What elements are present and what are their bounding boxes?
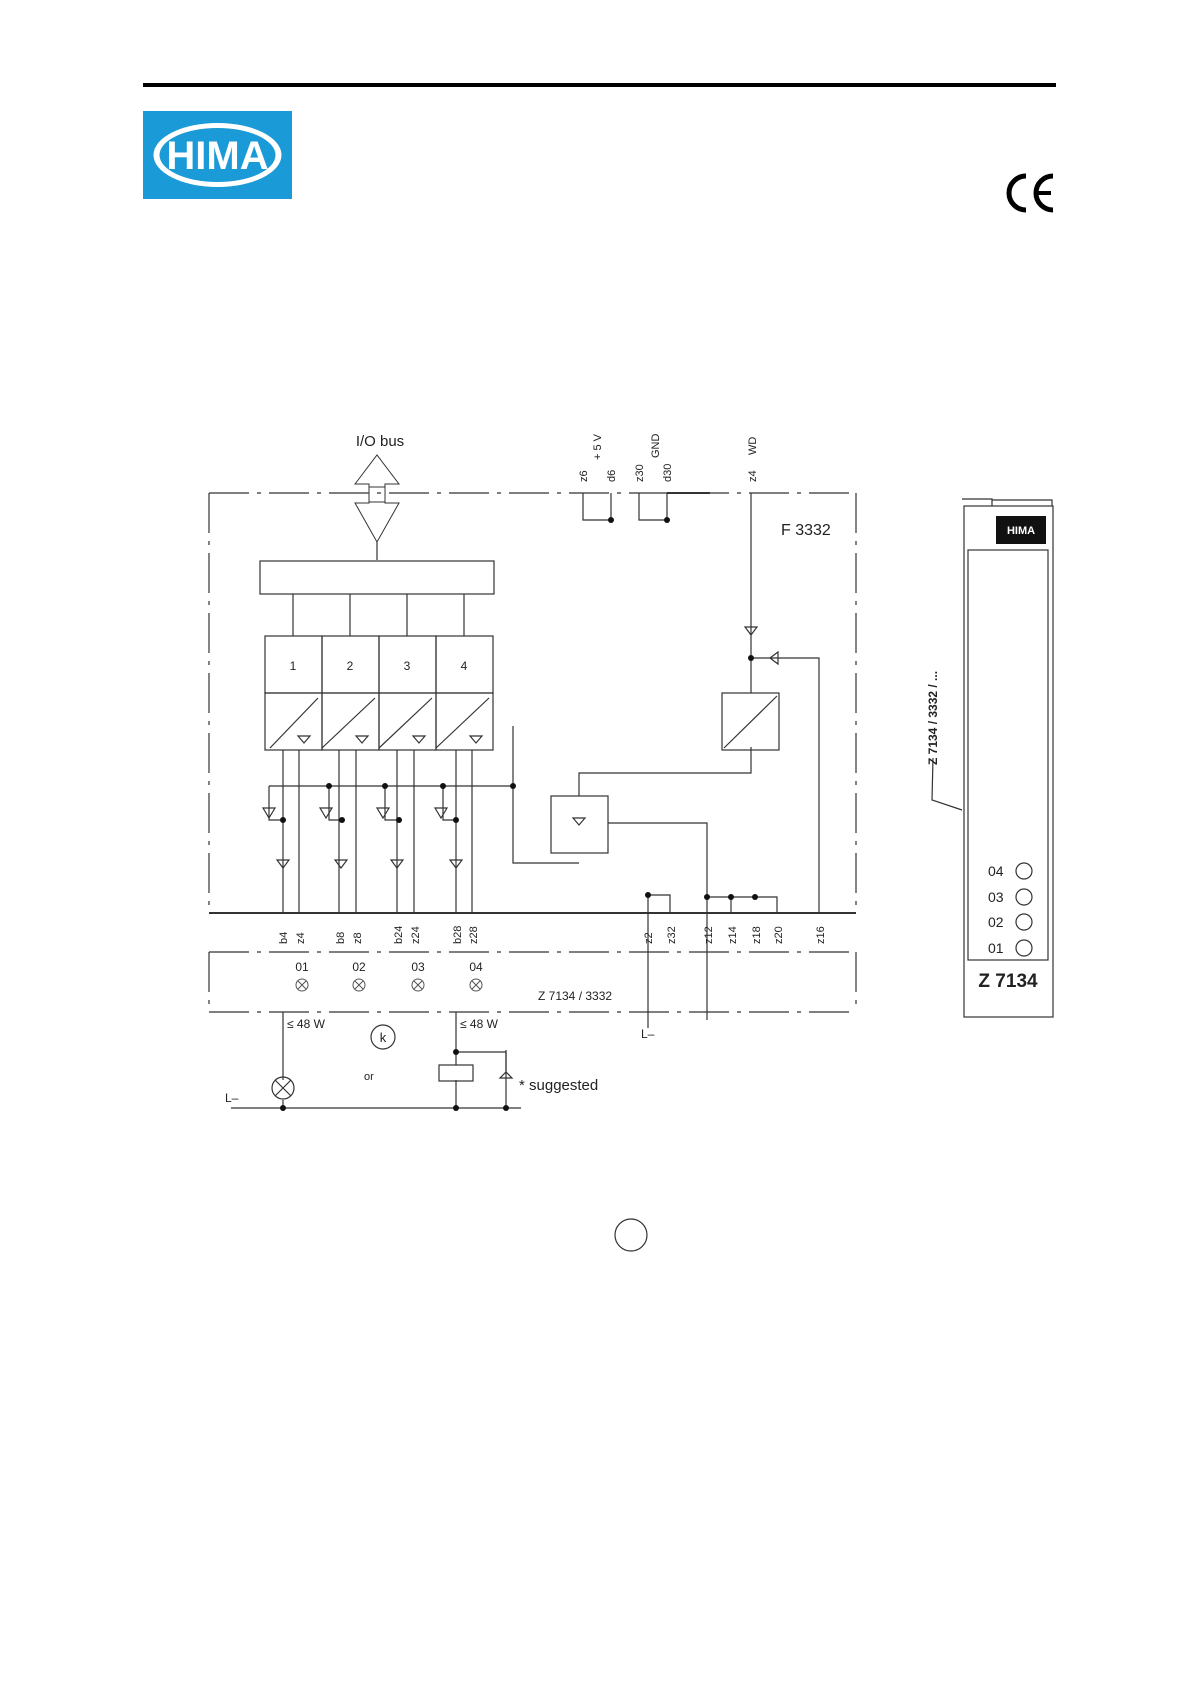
pin-label: z2 — [643, 932, 655, 944]
channel-label: 3 — [404, 659, 411, 673]
channel-label: 1 — [290, 659, 297, 673]
io-bus-label: I/O bus — [356, 433, 404, 450]
or-label: or — [364, 1071, 374, 1083]
side-logo-text: HIMA — [1007, 525, 1035, 537]
pin-label: d6 — [606, 470, 618, 482]
gnd-label: GND — [650, 434, 662, 459]
pin-label: z14 — [727, 926, 739, 944]
pin-label: z4 — [295, 932, 307, 944]
pin-label: z18 — [751, 926, 763, 944]
pin-label: z4 — [747, 470, 759, 482]
pin-label: d30 — [662, 464, 674, 482]
l-minus-label: L– — [225, 1091, 239, 1105]
pin-label: z20 — [773, 926, 785, 944]
side-led-label: 01 — [988, 940, 1004, 956]
wd-label: WD — [747, 437, 759, 455]
side-led-label: 02 — [988, 914, 1004, 930]
load-limit-label: ≤ 48 W — [460, 1017, 499, 1031]
led-label: 01 — [295, 960, 309, 974]
pin-label: b24 — [393, 926, 405, 944]
pin-label: b8 — [335, 932, 347, 944]
pin-label: z32 — [666, 926, 678, 944]
channel-label: 4 — [461, 659, 468, 673]
led-label: 03 — [411, 960, 425, 974]
side-led-label: 03 — [988, 889, 1004, 905]
channel-label: 2 — [347, 659, 354, 673]
pin-label: z24 — [410, 926, 422, 944]
module-label: F 3332 — [781, 522, 831, 539]
pin-label: z28 — [468, 926, 480, 944]
led-label: 02 — [352, 960, 366, 974]
pin-label: z12 — [703, 926, 715, 944]
plus5v-label: + 5 V — [592, 433, 604, 460]
pin-label: z16 — [815, 926, 827, 944]
cable-label: Z 7134 / 3332 — [538, 989, 612, 1003]
side-module-name: Z 7134 — [978, 971, 1038, 992]
pin-label: b4 — [278, 932, 290, 944]
pin-label: z8 — [352, 932, 364, 944]
side-vertical-label: Z 7134 / 3332 / ... — [926, 671, 940, 765]
k-label: k — [380, 1030, 387, 1045]
side-led-label: 04 — [988, 863, 1004, 879]
led-label: 04 — [469, 960, 483, 974]
pin-label: z30 — [634, 464, 646, 482]
pin-label: b28 — [452, 926, 464, 944]
pin-label: z6 — [578, 470, 590, 482]
l-minus-label: L– — [641, 1027, 655, 1041]
suggested-label: * suggested — [519, 1077, 598, 1094]
load-limit-label: ≤ 48 W — [287, 1017, 326, 1031]
